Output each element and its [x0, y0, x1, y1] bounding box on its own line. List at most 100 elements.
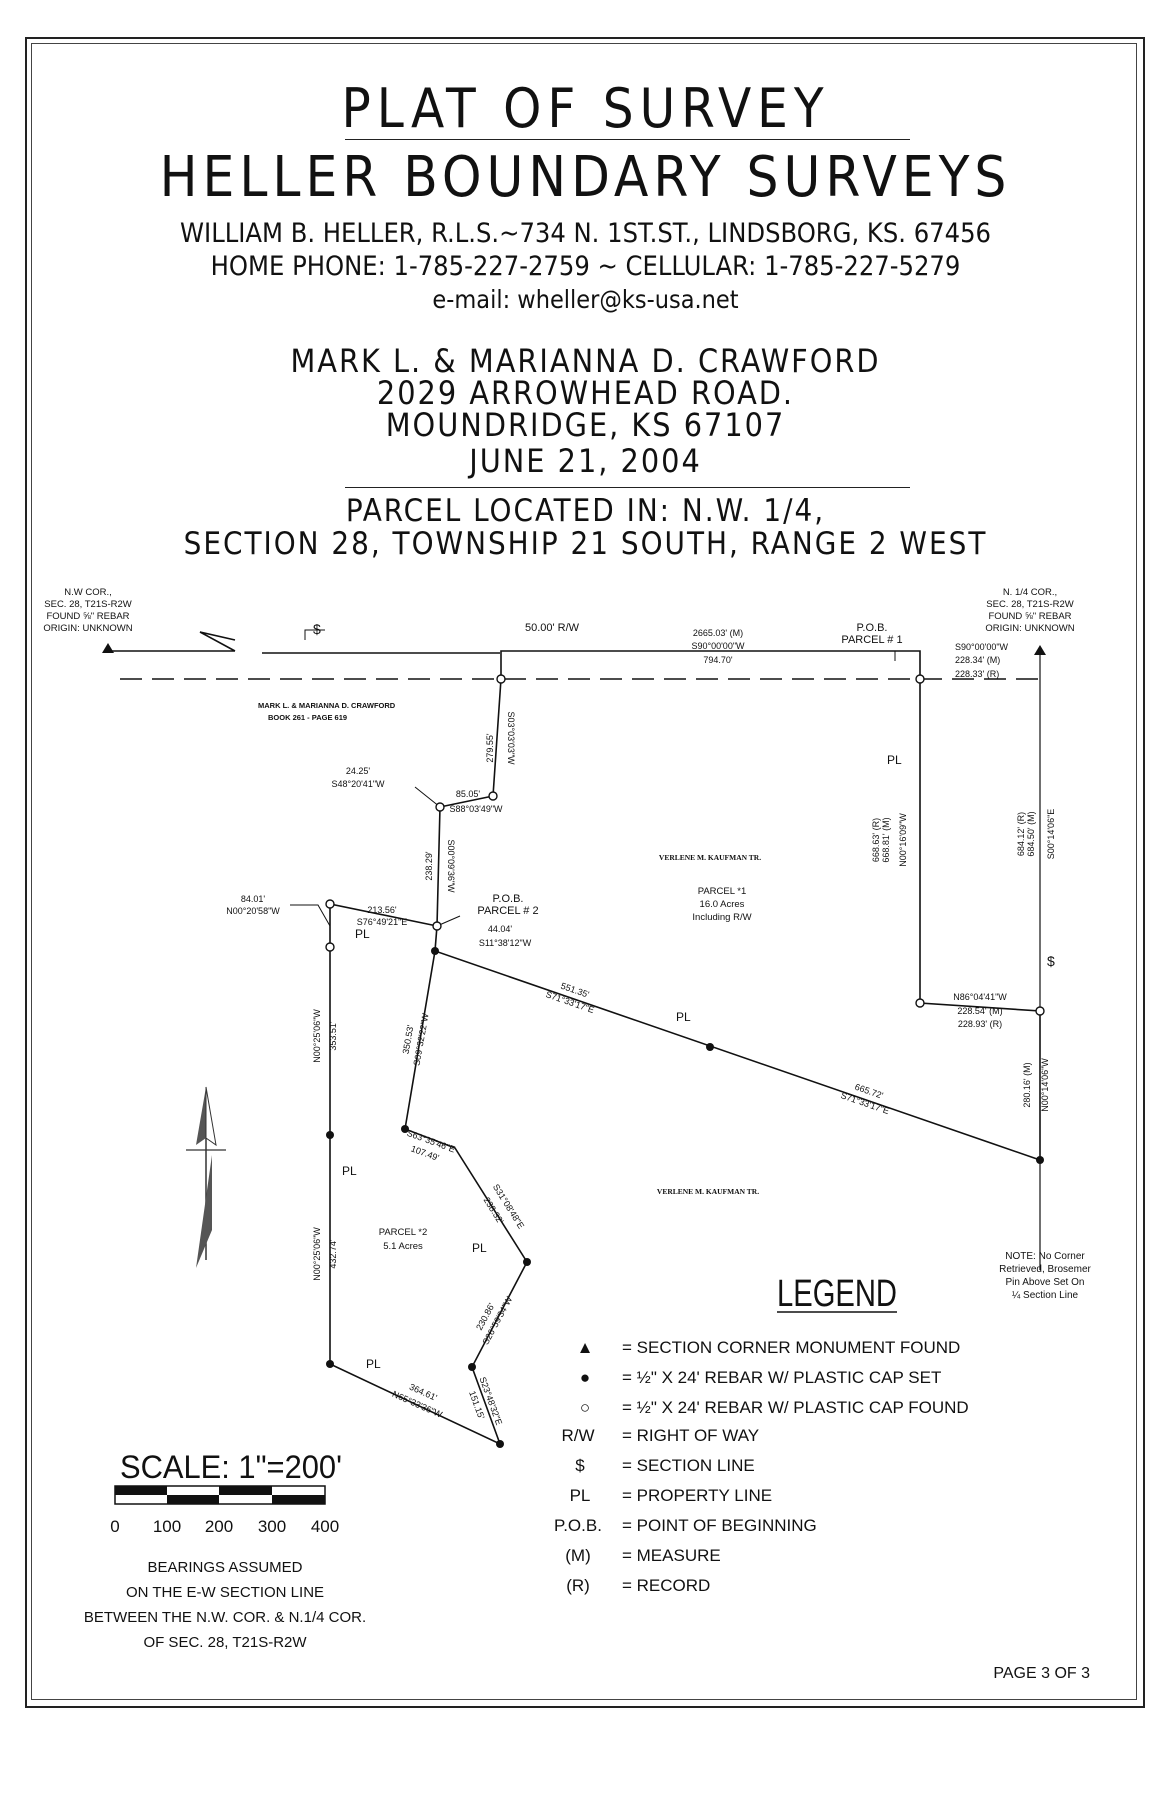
found-rebar — [325, 942, 335, 952]
line-432-distance: 432.74' — [328, 1239, 338, 1269]
legend-text: = ½" X 24' REBAR W/ PLASTIC CAP SET — [622, 1368, 941, 1387]
rw-label: 50.00' R/W — [525, 622, 580, 634]
east-bearing: N00°16'09"W — [898, 813, 908, 867]
parcel-1-acres: 16.0 Acres — [700, 899, 745, 910]
line-238-bearing: S00°09'36"W — [446, 839, 456, 893]
found-rebar — [325, 899, 335, 909]
parcel-2-title: PARCEL *2 — [379, 1227, 428, 1238]
set-rebar — [523, 1258, 531, 1266]
title-rule — [345, 139, 910, 140]
rw-boundary — [500, 650, 921, 679]
parcel-1-including: Including R/W — [692, 912, 751, 923]
contact-email: e-mail: wheller@ks-usa.net — [432, 285, 739, 314]
scale-block: SCALE: 1"=200' 0 100 200 300 400 BEARING… — [84, 1449, 1090, 1682]
legend-text: = RECORD — [622, 1576, 710, 1595]
pob-1-label: PARCEL # 1 — [841, 634, 902, 646]
section-marks — [304, 629, 896, 661]
legend-symbol-property-line-icon: PL — [570, 1486, 591, 1505]
legend-symbol-rw: R/W — [561, 1426, 594, 1445]
legend-text: = SECTION LINE — [622, 1456, 755, 1475]
crawford-book: BOOK 261 - PAGE 619 — [268, 713, 347, 722]
n14-corner-label: N. 1/4 COR., — [1003, 587, 1057, 598]
far-distance-m: 684.50' (M) — [1026, 811, 1036, 856]
set-rebar — [431, 947, 439, 955]
plat-title: PLAT OF SURVEY — [341, 77, 830, 140]
found-rebar — [1035, 1006, 1045, 1016]
page-number: PAGE 3 OF 3 — [993, 1665, 1090, 1682]
section-line-west — [108, 631, 500, 654]
top-distance-2: 794.70' — [703, 655, 733, 665]
parcel-location-2: SECTION 28, TOWNSHIP 21 SOUTH, RANGE 2 W… — [183, 526, 988, 562]
company-name: HELLER BOUNDARY SURVEYS — [159, 145, 1012, 210]
found-rebar — [435, 802, 445, 812]
date-rule — [345, 487, 910, 488]
scale-tick-label: 300 — [258, 1517, 286, 1536]
set-rebar — [326, 1131, 334, 1139]
crawford-owner: MARK L. & MARIANNA D. CRAWFORD — [258, 701, 396, 710]
property-line-symbol: PL — [676, 1010, 691, 1024]
line-84-bearing: N00°20'58"W — [226, 906, 280, 916]
far-bearing: S00°14'06"E — [1046, 809, 1056, 860]
note-line: Retrieved, Brosemer — [999, 1264, 1091, 1275]
line-353-bearing: N00°25'06"W — [312, 1009, 322, 1063]
line-44-bearing: S11°38'12"W — [479, 938, 532, 948]
line-432-bearing: N00°25'06"W — [312, 1227, 322, 1281]
pob-2-label: P.O.B. — [493, 893, 524, 905]
map-labels: N.W COR., SEC. 28, T21S-R2W FOUND ⅝" REB… — [43, 587, 1091, 1426]
inner-border — [31, 43, 1137, 1700]
client-address-1: 2029 ARROWHEAD ROAD. — [376, 374, 795, 412]
survey-date: JUNE 21, 2004 — [469, 442, 702, 480]
nw-corner-monument — [102, 643, 114, 653]
line-n86-distance-r: 228.93' (R) — [958, 1019, 1002, 1029]
nw-corner-label: FOUND ⅝" REBAR — [46, 611, 129, 622]
ne-bearing: S90°00'00"W — [955, 642, 1009, 652]
nw-corner-label: SEC. 28, T21S-R2W — [44, 599, 132, 610]
note-line: NOTE: No Corner — [1005, 1251, 1085, 1262]
section-line-symbol-east: $ — [1047, 953, 1055, 969]
parcel-2-boundary — [329, 903, 528, 1446]
set-rebar — [401, 1125, 409, 1133]
client-name: MARK L. & MARIANNA D. CRAWFORD — [290, 342, 881, 380]
legend-text: = ½" X 24' REBAR W/ PLASTIC CAP FOUND — [622, 1398, 969, 1417]
leader-24 — [414, 786, 441, 808]
set-rebar — [706, 1043, 714, 1051]
top-distance-m: 2665.03' (M) — [693, 628, 743, 638]
line-350-bearing: S09°32'22"W — [412, 1012, 431, 1066]
found-rebar-points — [325, 674, 1045, 1016]
legend-symbol-section-line-icon: $ — [575, 1456, 585, 1475]
found-rebar — [915, 674, 925, 684]
legend: LEGEND ▲ = SECTION CORNER MONUMENT FOUND… — [554, 1273, 969, 1595]
scale-bar — [114, 1485, 326, 1505]
line-n86-distance-m: 228.54' (M) — [957, 1006, 1002, 1016]
line-280-distance: 280.16' (M) — [1022, 1062, 1032, 1107]
east-distance-r: 668.63' (R) — [871, 818, 881, 862]
kaufman-owner-2: VERLENE M. KAUFMAN TR. — [657, 1187, 759, 1196]
line-n86-bearing: N86°04'41"W — [953, 992, 1007, 1002]
legend-text: = RIGHT OF WAY — [622, 1426, 759, 1445]
kaufman-owner-1: VERLENE M. KAUFMAN TR. — [659, 853, 761, 862]
north-arrow-icon — [186, 1086, 226, 1268]
legend-text: = MEASURE — [622, 1546, 721, 1565]
line-85-distance: 85.05' — [456, 789, 481, 799]
n14-corner-label: FOUND ⅝" REBAR — [988, 611, 1071, 622]
line-279-distance: 279.55' — [485, 733, 495, 763]
ne-distance-m: 228.34' (M) — [955, 655, 1000, 665]
pob-2-label: PARCEL # 2 — [477, 905, 538, 917]
set-rebar — [496, 1440, 504, 1448]
line-213-bearing: S76°49'21"E — [357, 917, 408, 927]
property-line-symbol: PL — [366, 1357, 381, 1371]
line-279-bearing: S03°03'03"W — [506, 711, 516, 765]
found-rebar — [915, 998, 925, 1008]
n14-corner-label: SEC. 28, T21S-R2W — [986, 599, 1074, 610]
contact-line-1: WILLIAM B. HELLER, R.L.S.~734 N. 1ST.ST.… — [180, 218, 991, 249]
found-rebar — [496, 674, 506, 684]
corner-monuments — [102, 643, 1046, 655]
top-bearing: S90°00'00"W — [691, 641, 745, 651]
legend-symbol-filled-dot-icon: ● — [580, 1368, 590, 1387]
legend-symbol-open-dot-icon: ○ — [580, 1398, 590, 1417]
parcel-2-acres: 5.1 Acres — [383, 1241, 423, 1252]
line-213-distance: 213.56' — [367, 905, 397, 915]
set-rebar — [468, 1363, 476, 1371]
legend-items: ▲ = SECTION CORNER MONUMENT FOUND ● = ½"… — [554, 1338, 969, 1595]
